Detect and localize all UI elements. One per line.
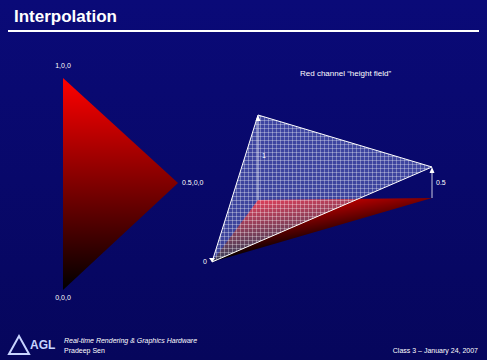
author-name: Pradeep Sen xyxy=(64,347,105,355)
height-line xyxy=(432,169,433,198)
class-date: Class 3 – January 24, 2007 xyxy=(393,347,478,355)
interpolated-triangle xyxy=(63,78,178,290)
height-value: 0 xyxy=(203,258,207,266)
arrow-head xyxy=(256,115,261,121)
vertex-value: 0,0,0 xyxy=(55,294,71,302)
logo-text: AGL xyxy=(30,339,55,352)
figure-heading: Red channel “height field” xyxy=(300,70,391,79)
height-value: 1 xyxy=(262,152,266,160)
vertex-value: 1,0,0 xyxy=(55,62,71,70)
logo-mark xyxy=(9,336,29,354)
course-name: Real-time Rendering & Graphics Hardware xyxy=(64,337,197,345)
arrow-head xyxy=(430,167,435,173)
height-plane xyxy=(212,115,432,262)
height-value: 0.5 xyxy=(436,179,446,187)
height-line xyxy=(258,117,259,200)
arrow-head xyxy=(209,258,215,262)
title-rule xyxy=(8,30,479,32)
slide-title: Interpolation xyxy=(14,8,117,27)
vertex-value: 0.5,0,0 xyxy=(182,179,203,187)
